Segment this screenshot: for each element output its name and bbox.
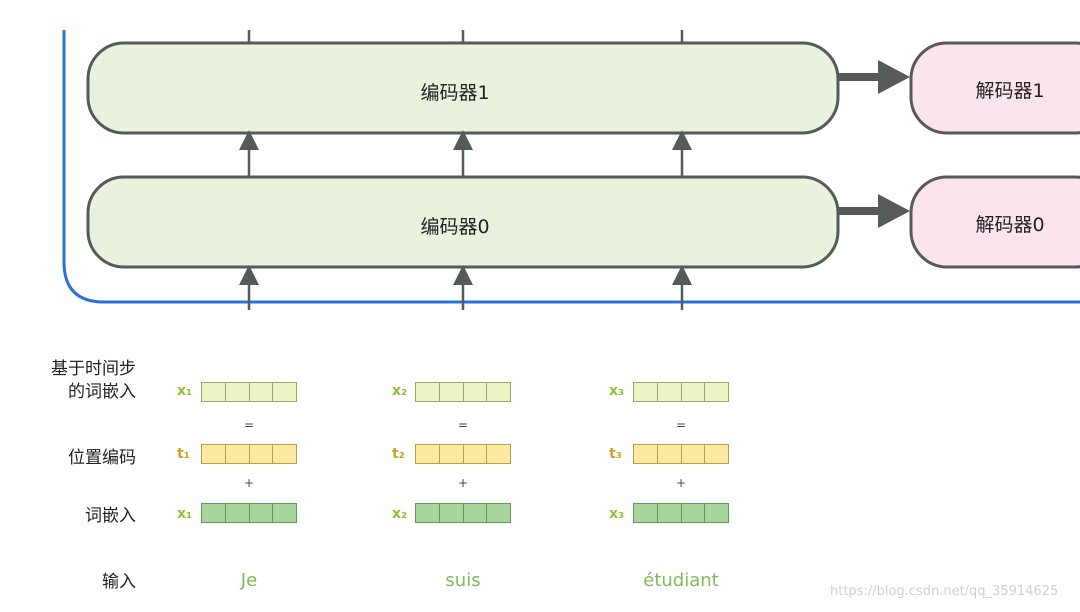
col2-plus: + [457, 476, 469, 490]
row-label-time-embed-2: 的词嵌入 [68, 382, 136, 402]
col1-embedding-vector [201, 382, 297, 402]
col2-word-vector [415, 503, 511, 523]
arrow-enc0-to-dec0-head [878, 194, 910, 228]
col1-input-word: Je [240, 570, 258, 591]
col1-word-vector [201, 503, 297, 523]
col1-equals: = [243, 418, 255, 432]
col3-word-vector [633, 503, 729, 523]
col2-input-word: suis [445, 570, 481, 591]
col1-t-name: t₁ [177, 446, 190, 462]
col3-t-name: t₃ [609, 446, 622, 462]
row-label-word-embed: 词嵌入 [85, 506, 136, 526]
decoder-0-box [909, 175, 1080, 269]
col2-x-name-bottom: x₂ [392, 506, 408, 522]
col1-position-vector [201, 444, 297, 464]
col2-embedding-vector [415, 382, 511, 402]
watermark-url: https://blog.csdn.net/qq_35914625 [830, 584, 1059, 599]
col1-x-name-top: x₁ [177, 383, 193, 399]
col2-x-name-top: x₂ [392, 383, 408, 399]
arrow-enc1-to-dec1-head [878, 60, 910, 94]
col3-input-word: étudiant [643, 570, 719, 591]
col1-x-name-bottom: x₁ [177, 506, 193, 522]
col2-position-vector [415, 444, 511, 464]
decoder-1-box [909, 41, 1080, 135]
col3-embedding-vector [633, 382, 729, 402]
col3-position-vector [633, 444, 729, 464]
row-label-position: 位置编码 [68, 448, 136, 468]
encoder-0-label: 编码器0 [420, 216, 490, 238]
decoder-1-label: 解码器1 [975, 80, 1045, 102]
encoder-1-label: 编码器1 [420, 82, 490, 104]
encoder-stack-frame [62, 30, 1080, 304]
col3-plus: + [675, 476, 687, 490]
col2-equals: = [457, 418, 469, 432]
decoder-0-label: 解码器0 [975, 214, 1045, 236]
col3-x-name-top: x₃ [609, 383, 625, 399]
col3-x-name-bottom: x₃ [609, 506, 625, 522]
row-label-time-embed-1: 基于时间步 [51, 359, 136, 379]
col1-plus: + [243, 476, 255, 490]
col2-t-name: t₂ [392, 446, 405, 462]
col3-equals: = [675, 418, 687, 432]
row-label-input: 输入 [102, 572, 136, 592]
